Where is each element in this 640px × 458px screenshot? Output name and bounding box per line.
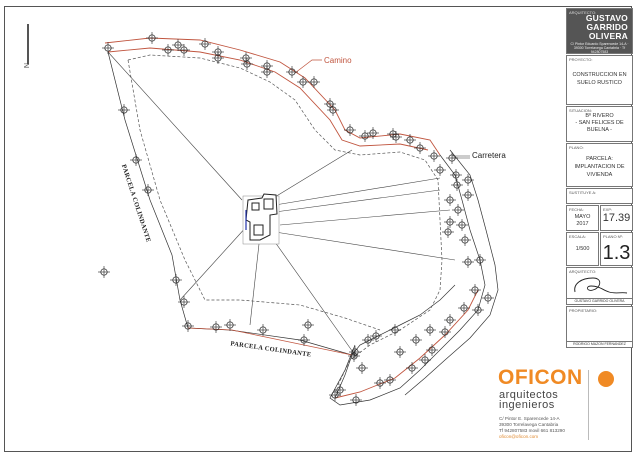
setback-dashed-line	[127, 54, 443, 386]
north-arrow: N	[22, 24, 34, 84]
situacion-cell: SITUACION: Bº RIVERO - SAN FELICES DE BU…	[566, 106, 633, 142]
north-arrow-icon	[27, 24, 29, 64]
oficon-logo: OFICON arquitectos ingenieros C/ Pintor …	[498, 366, 628, 451]
construction-lines	[107, 51, 456, 356]
drawing-sheet	[4, 6, 632, 452]
email-link[interactable]: oficon@oficon.com	[499, 434, 539, 439]
carretera-road-lines	[329, 149, 499, 406]
sustituye-cell: SUSTITUYE A:	[566, 188, 633, 204]
proyecto-cell: PROYECTO: CONSTRUCCION EN SUELO RUSTICO	[566, 55, 633, 105]
signature-icon	[574, 277, 628, 294]
arquitecto-signature-cell: ARQUITECTO: GUSTAVO GARRIDO OLIVERA	[566, 267, 633, 305]
camino-label: Camino	[324, 56, 352, 65]
propietario-cell: PROPIETARIO: RODRIGO MAZON FERNANDEZ	[566, 306, 633, 348]
carretera-label: Carretera	[472, 151, 506, 160]
plano-cell: PLANO: PARCELA: IMPLANTACION DE VIVIENDA	[566, 143, 633, 187]
camino-road-lines	[104, 37, 441, 156]
plano-number-cell: PLANO Nº: 1.3	[600, 232, 633, 266]
orange-circle-icon	[598, 371, 614, 387]
house-footprint	[242, 193, 280, 245]
escala-cell: ESCALA: 1/500	[566, 232, 599, 266]
architect-header: ARQUITECTO: GUSTAVO GARRIDO OLIVERA C/ P…	[566, 8, 633, 54]
fecha-cell: FECHA: MAYO 2017	[566, 205, 599, 231]
exp-cell: EXP: 17.39	[600, 205, 633, 231]
